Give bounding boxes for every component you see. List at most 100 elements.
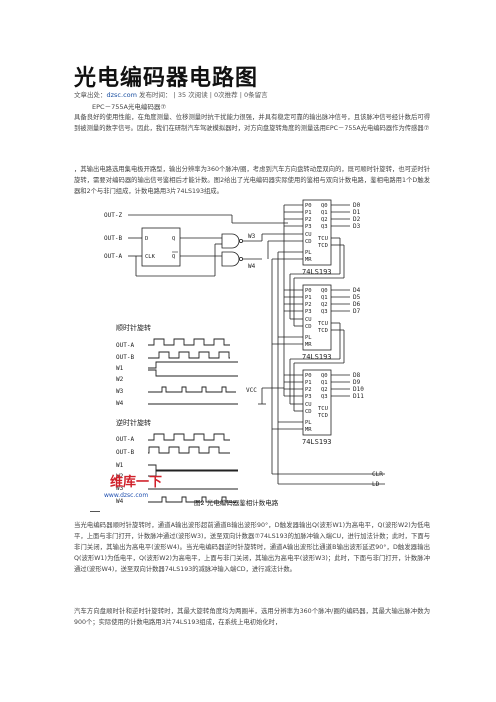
chip-3: P0 P1 P2 P3 CU CD PL MR Q0 Q1 Q2 Q3 TCU … bbox=[302, 373, 332, 446]
chip2-name: 74LS193 bbox=[302, 353, 332, 361]
chip1-pin-tcu: TCU bbox=[318, 236, 328, 242]
chip3-out-d8: D8 bbox=[353, 372, 361, 379]
paragraph-3: 当光电编码器顺时针旋转时，通道A输出波形超前通道B输出波形90°，D触发器输出Q… bbox=[74, 522, 430, 573]
chip2-pin-pl: PL bbox=[305, 335, 312, 341]
cw-wave-w4: W4 bbox=[116, 400, 124, 407]
divider bbox=[90, 511, 100, 512]
chip2-pin-mr: MR bbox=[305, 342, 312, 348]
paragraph-1: 具备良好的使用性能，在角度测量、位移测量时抗干扰能力很强，并具有稳定可靠的输出脉… bbox=[74, 114, 430, 132]
chip1-name: 74LS193 bbox=[302, 268, 332, 276]
chip2-pin-q2: Q2 bbox=[321, 302, 328, 308]
chip1-pin-q3: Q3 bbox=[321, 224, 328, 230]
cw-wave-b: OUT-B bbox=[116, 354, 134, 361]
ccw-wave-w1: W1 bbox=[116, 462, 124, 469]
chip2-pin-cd: CD bbox=[305, 324, 312, 330]
input-label-z: OUT-Z bbox=[104, 212, 122, 219]
chip1-pin-mr: MR bbox=[305, 257, 312, 263]
chip3-pin-q0: Q0 bbox=[321, 373, 328, 379]
chip3-out-d9: D9 bbox=[353, 379, 361, 386]
figure-caption: 图2 光电编码器鉴相计数电路 bbox=[194, 498, 279, 507]
vcc-label: VCC bbox=[246, 387, 257, 394]
chip3-pin-p1: P1 bbox=[305, 380, 312, 386]
chip3-pin-p3: P3 bbox=[305, 394, 312, 400]
article-title: 光电编码器电路图 bbox=[74, 66, 259, 91]
chip3-name: 74LS193 bbox=[302, 438, 332, 446]
chip3-pin-p0: P0 bbox=[305, 373, 312, 379]
chip1-pin-q2: Q2 bbox=[321, 217, 328, 223]
chip3-pin-q2: Q2 bbox=[321, 387, 328, 393]
chip2-pin-p2: P2 bbox=[305, 302, 312, 308]
chip3-pin-q3: Q3 bbox=[321, 394, 328, 400]
chip1-pin-p0: P0 bbox=[305, 203, 312, 209]
chip1-pin-tcd: TCD bbox=[318, 243, 328, 249]
chip3-out-d11: D11 bbox=[353, 393, 364, 400]
chip1-pin-p3: P3 bbox=[305, 224, 312, 230]
chip-2: P0 P1 P2 P3 CU CD PL MR Q0 Q1 Q2 Q3 TCU … bbox=[302, 288, 332, 361]
chip1-pin-q0: Q0 bbox=[321, 203, 328, 209]
bus-clr-label: CLR bbox=[372, 471, 383, 478]
chip3-pin-mr: MR bbox=[305, 427, 312, 433]
chip2-pin-tcu: TCU bbox=[318, 321, 328, 327]
ccw-wave-a: OUT-A bbox=[116, 436, 134, 443]
ccw-wave-w2: W2 bbox=[116, 473, 124, 480]
chip2-out-d5: D5 bbox=[353, 294, 361, 301]
chip3-pin-tcu: TCU bbox=[318, 406, 328, 412]
ff-qbar-label: Q bbox=[172, 254, 175, 260]
input-label-b: OUT-B bbox=[104, 235, 122, 242]
chip1-pin-cd: CD bbox=[305, 239, 312, 245]
ccw-title: 逆时针旋转 bbox=[116, 418, 151, 427]
chip1-pin-pl: PL bbox=[305, 250, 312, 256]
chip3-pin-cu: CU bbox=[305, 402, 312, 408]
cw-wave-w1: W1 bbox=[116, 365, 124, 372]
chip1-out-d0: D0 bbox=[353, 202, 361, 209]
watermark-logo: 维库一下 bbox=[110, 474, 162, 490]
chip2-out-d4: D4 bbox=[353, 287, 361, 294]
chip3-out-d10: D10 bbox=[353, 386, 364, 393]
paragraph-2: ，其输出电路选用集电极开路型，输出分辨率为360个脉冲/圈，考虑到汽车方向盘转动… bbox=[74, 166, 430, 195]
w3-label: W3 bbox=[248, 233, 256, 240]
chip2-pin-q1: Q1 bbox=[321, 295, 328, 301]
chip1-pin-p2: P2 bbox=[305, 217, 312, 223]
time-label: 发布时间： bbox=[139, 91, 172, 99]
ccw-wave-w3: W3 bbox=[116, 485, 124, 492]
ff-q-label: Q bbox=[172, 236, 175, 242]
source-link[interactable]: dzsc.com bbox=[106, 91, 137, 99]
cw-title: 顺时针旋转 bbox=[116, 323, 151, 332]
cw-wave-a: OUT-A bbox=[116, 342, 134, 349]
watermark-url: www.dzsc.com bbox=[104, 492, 148, 499]
chip1-pin-q1: Q1 bbox=[321, 210, 328, 216]
chip3-pin-tcd: TCD bbox=[318, 413, 328, 419]
article-stats: | 35 次阅读 | 0次推荐 | 0条留言 bbox=[173, 91, 268, 99]
source-label: 文章出处： bbox=[74, 91, 107, 99]
chip3-pin-p2: P2 bbox=[305, 387, 312, 393]
chip1-pin-p1: P1 bbox=[305, 210, 312, 216]
ff-d-label: D bbox=[145, 236, 148, 242]
chip1-out-d2: D2 bbox=[353, 216, 361, 223]
ff-clk-label: CLK bbox=[145, 254, 156, 260]
cw-wave-w3: W3 bbox=[116, 388, 124, 395]
cw-wave-w2: W2 bbox=[116, 376, 124, 383]
chip2-pin-q0: Q0 bbox=[321, 288, 328, 294]
article-meta: 文章出处：dzsc.com 发布时间： | 35 次阅读 | 0次推荐 | 0条… bbox=[74, 89, 268, 99]
chip2-pin-q3: Q3 bbox=[321, 309, 328, 315]
ccw-wave-w4: W4 bbox=[116, 498, 124, 505]
chip3-pin-cd: CD bbox=[305, 409, 312, 415]
chip2-pin-p3: P3 bbox=[305, 309, 312, 315]
chip2-pin-cu: CU bbox=[305, 317, 312, 323]
chip3-pin-q1: Q1 bbox=[321, 380, 328, 386]
chip1-out-d3: D3 bbox=[353, 223, 361, 230]
chip1-out-d1: D1 bbox=[353, 209, 361, 216]
chip2-out-d7: D7 bbox=[353, 308, 361, 315]
chip2-pin-p1: P1 bbox=[305, 295, 312, 301]
ccw-wave-b: OUT-B bbox=[116, 449, 134, 456]
bus-ld-label: LD bbox=[372, 481, 380, 488]
chip2-pin-tcd: TCD bbox=[318, 328, 328, 334]
paragraph-4: 汽车方向盘顺时针和逆时针旋转时，其最大旋转角度均为两圈半，选用分辨率为360个脉… bbox=[74, 608, 430, 626]
w4-label: W4 bbox=[248, 263, 256, 270]
chip2-pin-p0: P0 bbox=[305, 288, 312, 294]
chip2-out-d6: D6 bbox=[353, 301, 361, 308]
chip-1: P0 P1 P2 P3 CU CD PL MR Q0 Q1 Q2 Q3 TCU … bbox=[302, 203, 332, 276]
intro-line: EPC－755A光电编码器⑦ bbox=[92, 103, 167, 111]
input-label-a: OUT-A bbox=[104, 253, 122, 260]
